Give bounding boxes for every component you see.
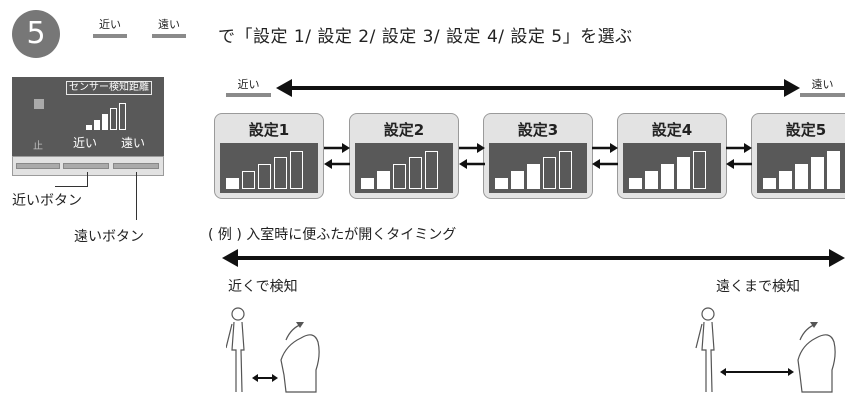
level-graph [757, 143, 845, 193]
double-arrow-icon [276, 79, 800, 97]
indicator-dot-icon [34, 99, 44, 109]
long-double-arrow-icon [222, 249, 845, 267]
level-bar [763, 178, 776, 189]
near-button[interactable] [63, 163, 109, 169]
step-number-badge: 5 [12, 10, 60, 58]
far-button[interactable] [113, 163, 159, 169]
header-near-button-icon: 近い [93, 18, 127, 38]
level-bar [495, 178, 508, 189]
level-bar [661, 164, 674, 189]
level-bar [795, 164, 808, 189]
level-bar [86, 125, 92, 130]
near-detect-label: 近くで検知 [228, 279, 298, 295]
scale-far-tag: 遠い [800, 78, 845, 97]
bidirectional-arrow-icon [726, 143, 752, 169]
setting-label: 設定2 [383, 121, 425, 139]
bidirectional-arrow-icon [459, 143, 485, 169]
level-bar-outline [559, 151, 572, 189]
remote-stop-label: 止 [33, 141, 43, 152]
stop-button[interactable] [16, 163, 60, 169]
setting-label: 設定4 [651, 121, 693, 139]
level-bar [645, 171, 658, 189]
leader-line [55, 186, 88, 187]
setting-label: 設定1 [248, 121, 290, 139]
level-bar [361, 178, 374, 189]
level-bar [102, 114, 108, 130]
remote-panel-title: センサー検知距離 [66, 81, 152, 95]
level-bar [226, 178, 239, 189]
level-bar [527, 164, 540, 189]
level-bar-outline [119, 103, 126, 130]
setting-box-3[interactable]: 設定3 [483, 113, 593, 199]
level-graph [489, 143, 587, 193]
level-graph [623, 143, 721, 193]
setting-box-4[interactable]: 設定4 [617, 113, 727, 199]
bidirectional-arrow-icon [592, 143, 618, 169]
level-bar-outline [258, 164, 271, 189]
level-bar-outline [110, 108, 117, 130]
level-graph [355, 143, 453, 193]
level-bar-outline [693, 151, 706, 189]
level-bar [94, 120, 100, 130]
level-bar-outline [409, 157, 422, 189]
far-button-label: 遠いボタン [74, 229, 144, 245]
example-caption: ( 例 ) 入室時に便ふたが開くタイミング [208, 227, 457, 243]
header-instruction: で「設定 1/ 設定 2/ 設定 3/ 設定 4/ 設定 5」を選ぶ [218, 27, 633, 47]
setting-box-1[interactable]: 設定1 [214, 113, 324, 199]
far-detect-label: 遠くまで検知 [716, 279, 800, 295]
level-bar [511, 171, 524, 189]
remote-display-panel [12, 77, 164, 156]
level-bar [677, 157, 690, 189]
level-bar [827, 151, 840, 189]
setting-label: 設定3 [517, 121, 559, 139]
person-far-toilet-icon [695, 307, 836, 393]
leader-line [136, 172, 137, 220]
level-bar-outline [274, 157, 287, 189]
person-near-toilet-icon [226, 307, 320, 393]
setting-label: 設定5 [785, 121, 827, 139]
header-far-button-icon: 遠い [152, 18, 186, 38]
scale-near-tag: 近い [226, 78, 271, 97]
level-graph [220, 143, 318, 193]
level-bar-outline [242, 171, 255, 189]
level-bar [629, 178, 642, 189]
setting-box-2[interactable]: 設定2 [349, 113, 459, 199]
leader-line [87, 172, 88, 186]
remote-near-label: 近い [73, 136, 98, 150]
level-bar-outline [425, 151, 438, 189]
level-bar [811, 157, 824, 189]
level-bar [779, 171, 792, 189]
near-button-label: 近いボタン [12, 193, 82, 209]
remote-far-label: 遠い [121, 136, 146, 150]
level-bar [377, 171, 390, 189]
bidirectional-arrow-icon [324, 143, 350, 169]
setting-box-5[interactable]: 設定5 [751, 113, 845, 199]
level-bar-outline [393, 164, 406, 189]
level-bar-outline [543, 157, 556, 189]
level-bar-outline [290, 151, 303, 189]
